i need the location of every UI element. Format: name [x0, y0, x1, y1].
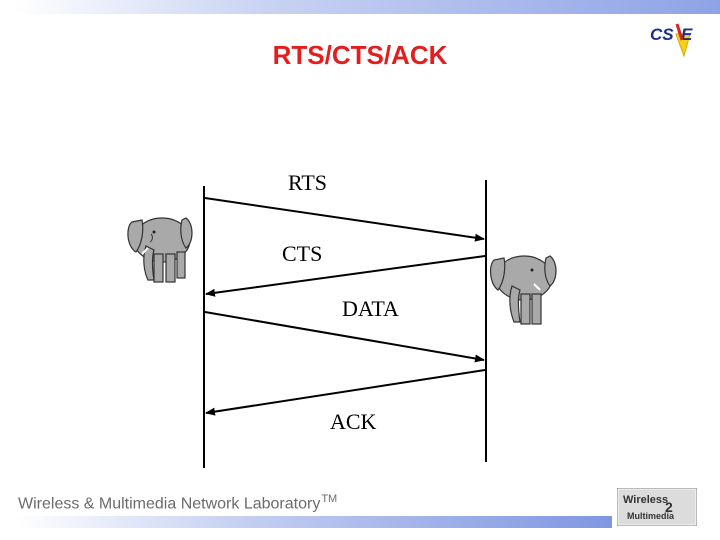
svg-text:Wireless: Wireless	[623, 494, 668, 506]
top-gradient-bar	[14, 0, 720, 14]
data-arrow	[204, 311, 485, 363]
cse-logo: CS E	[650, 23, 693, 58]
rts-label: RTS	[288, 170, 328, 195]
svg-text:2: 2	[665, 499, 673, 515]
cts-arrow	[205, 255, 486, 297]
trademark-mark: TM	[321, 493, 338, 505]
footer-lab-name: Wireless & Multimedia Network Laboratory…	[18, 493, 337, 513]
footer-text: Wireless & Multimedia Network Laboratory	[18, 495, 321, 513]
elephant-icon	[489, 255, 557, 325]
ack-label: ACK	[330, 409, 377, 434]
elephant-icon	[127, 217, 193, 283]
bottom-gradient-bar	[14, 516, 612, 528]
cts-label: CTS	[282, 241, 323, 266]
svg-text:CS: CS	[650, 25, 674, 44]
svg-text:E: E	[681, 25, 693, 44]
slide-title: RTS/CTS/ACK	[272, 40, 448, 70]
data-label: DATA	[342, 296, 399, 321]
rts-arrow	[204, 197, 485, 242]
lab-logo: Wireless 2 Multimedia	[617, 488, 697, 526]
svg-text:Multimedia: Multimedia	[627, 511, 675, 521]
ack-arrow	[205, 369, 486, 416]
